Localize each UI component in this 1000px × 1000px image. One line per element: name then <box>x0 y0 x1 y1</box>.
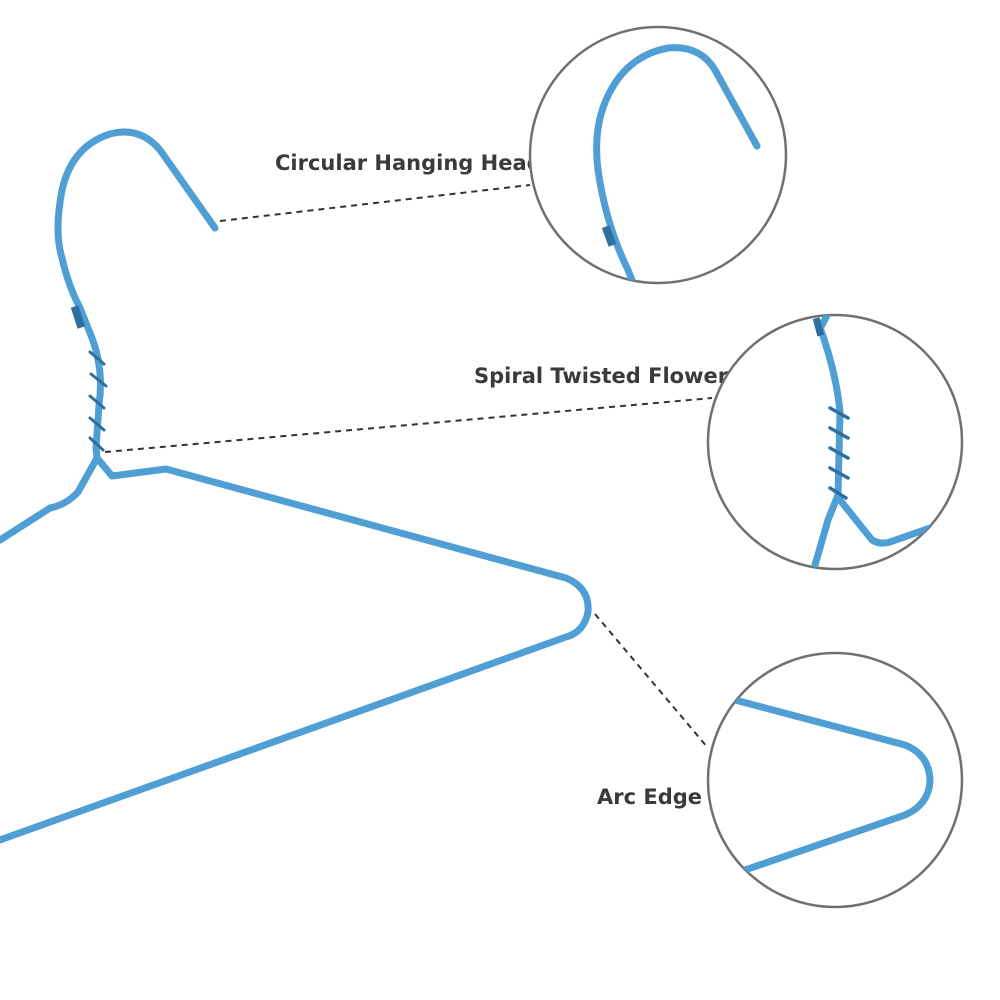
hook-clip <box>70 305 86 329</box>
label-twisted-flower: Spiral Twisted Flower <box>474 364 729 388</box>
label-hanging-head: Circular Hanging Head <box>275 151 542 175</box>
zoom-circle-arc-edge <box>706 651 964 909</box>
leader-hanging-head <box>219 184 531 222</box>
hanger-hook <box>54 128 219 342</box>
label-arc-edge: Arc Edge <box>597 785 702 809</box>
hanger-left-shoulder <box>0 454 101 544</box>
hanger-wire <box>0 128 592 844</box>
hanger-right-arm <box>0 454 592 844</box>
leader-twisted-flower <box>104 397 713 453</box>
zoom-circle-twisted-flower <box>706 313 964 571</box>
leader-lines <box>104 184 713 749</box>
zoom-circle-hanging-head <box>528 25 788 285</box>
leader-arc-edge <box>594 613 709 749</box>
twist-marks <box>88 350 108 452</box>
